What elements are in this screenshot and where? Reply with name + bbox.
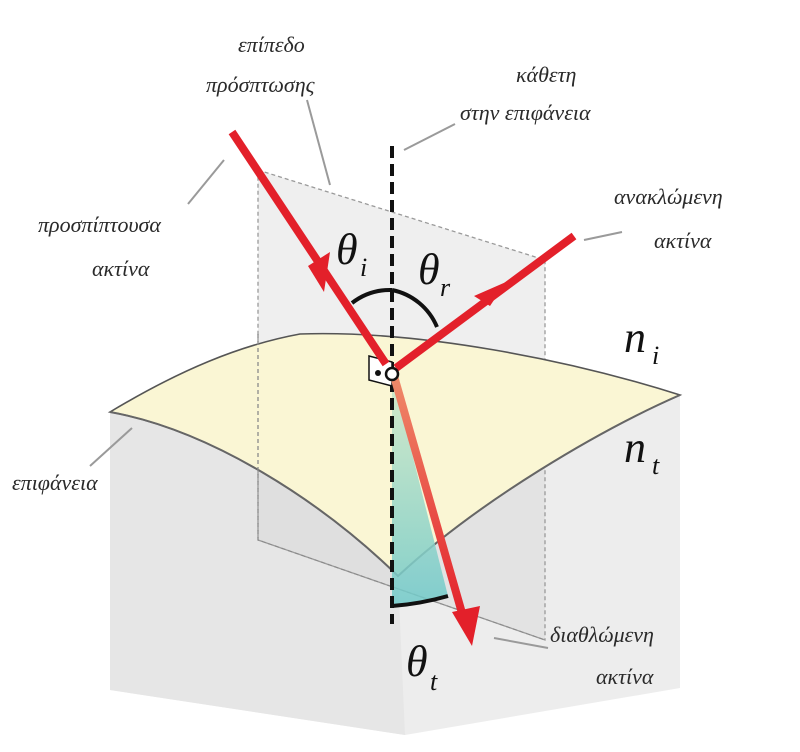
n-i-subscript: i xyxy=(652,341,659,370)
refracted-leader-line xyxy=(493,637,549,649)
theta-t-subscript: t xyxy=(430,667,438,696)
normal-label-line2: στην επιφάνεια xyxy=(460,100,591,125)
refracted-ray xyxy=(390,374,468,622)
n-t-subscript: t xyxy=(652,451,660,480)
refracted-label-line2: ακτίνα xyxy=(596,664,654,689)
incidence-point xyxy=(384,366,400,382)
theta-r-subscript: r xyxy=(440,273,451,302)
reflected-leader-line xyxy=(583,231,623,241)
theta-i-symbol: θ xyxy=(336,225,358,274)
refracted-label-line1: διαθλώμενη xyxy=(550,622,654,647)
theta-i-subscript: i xyxy=(360,253,367,282)
normal-leader-line xyxy=(403,123,456,151)
theta-r-symbol: θ xyxy=(418,245,440,294)
reflected-label-line2: ακτίνα xyxy=(654,228,712,253)
incident-ray-arrowhead xyxy=(308,252,330,292)
reflected-label-line1: ανακλώμενη xyxy=(614,184,723,209)
n-i-symbol: n xyxy=(624,313,646,362)
reflected-ray-arrowhead xyxy=(474,282,506,306)
refracted-ray-arrowhead xyxy=(452,606,480,646)
incidence-plane-hidden-edges xyxy=(257,334,546,641)
theta-t-symbol: θ xyxy=(406,637,428,686)
incident-label-line2: ακτίνα xyxy=(92,256,150,281)
plane-label-line2: πρόσπτωσης xyxy=(206,72,316,97)
n-t-symbol: n xyxy=(624,423,646,472)
reflection-angle-arc xyxy=(391,288,439,328)
block-left-face xyxy=(110,412,405,735)
plane-leader-line xyxy=(306,99,331,186)
plane-label-line1: επίπεδο xyxy=(238,32,305,57)
incident-label-line1: προσπίπτουσα xyxy=(38,212,161,237)
refraction-angle-arc xyxy=(391,594,449,608)
right-angle-dot xyxy=(375,370,381,376)
surface-leader-line xyxy=(89,427,133,467)
incident-ray xyxy=(228,129,390,367)
incidence-angle-arc xyxy=(350,287,393,305)
normal-label-line1: κάθετη xyxy=(516,62,576,87)
surface-label: επιφάνεια xyxy=(12,470,98,495)
incident-leader-line xyxy=(187,159,225,205)
